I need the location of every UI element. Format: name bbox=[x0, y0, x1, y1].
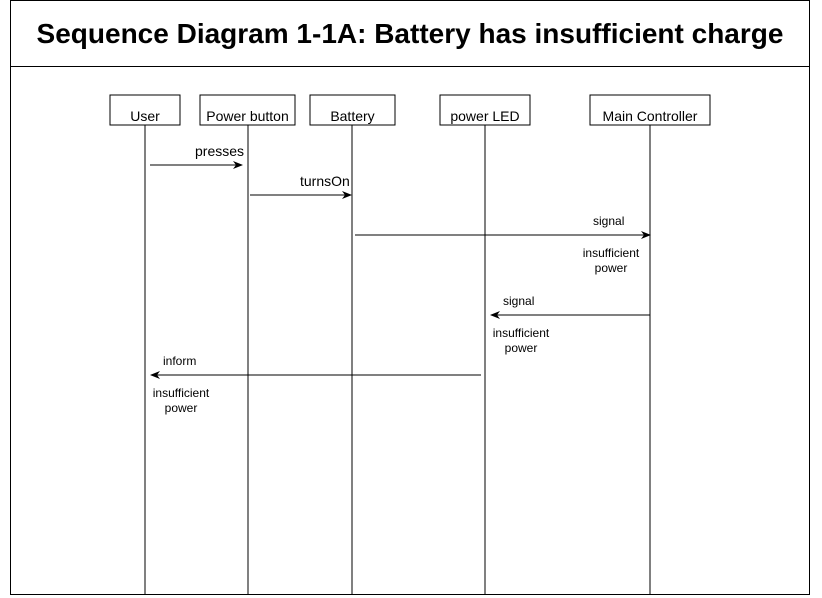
message-note-line: insufficient bbox=[583, 246, 640, 260]
participant-main-controller: Main Controller bbox=[589, 94, 711, 595]
participant-label: Battery bbox=[330, 108, 374, 124]
message-note-line: insufficient bbox=[153, 386, 210, 400]
diagram-frame: Sequence Diagram 1-1A: Battery has insuf… bbox=[10, 0, 810, 595]
participant-power-led: power LED bbox=[439, 94, 531, 595]
message-note-line: insufficient bbox=[493, 326, 550, 340]
participant-box bbox=[589, 94, 711, 126]
participant-label: Power button bbox=[206, 108, 289, 124]
participant-label: User bbox=[130, 108, 160, 124]
message-note-line: power bbox=[165, 401, 198, 415]
message-label: presses bbox=[195, 143, 244, 159]
title-bar: Sequence Diagram 1-1A: Battery has insuf… bbox=[11, 1, 809, 67]
participant-box bbox=[309, 94, 396, 126]
message-2: turnsOn bbox=[250, 173, 352, 199]
message-note-line: power bbox=[505, 341, 538, 355]
participant-label: power LED bbox=[450, 108, 519, 124]
participant-box bbox=[439, 94, 531, 126]
message-label: turnsOn bbox=[300, 173, 350, 189]
message-label: signal bbox=[593, 214, 624, 228]
diagram-title: Sequence Diagram 1-1A: Battery has insuf… bbox=[36, 17, 784, 49]
message-label: signal bbox=[503, 294, 534, 308]
participant-box bbox=[199, 94, 296, 126]
participant-power-button: Power button bbox=[199, 94, 296, 595]
participant-label: Main Controller bbox=[603, 108, 698, 124]
message-1: presses bbox=[150, 143, 244, 169]
participant-user: User bbox=[109, 94, 181, 595]
message-note-line: power bbox=[595, 261, 628, 275]
participant-battery: Battery bbox=[309, 94, 396, 595]
message-label: inform bbox=[163, 354, 196, 368]
participant-box bbox=[109, 94, 181, 126]
